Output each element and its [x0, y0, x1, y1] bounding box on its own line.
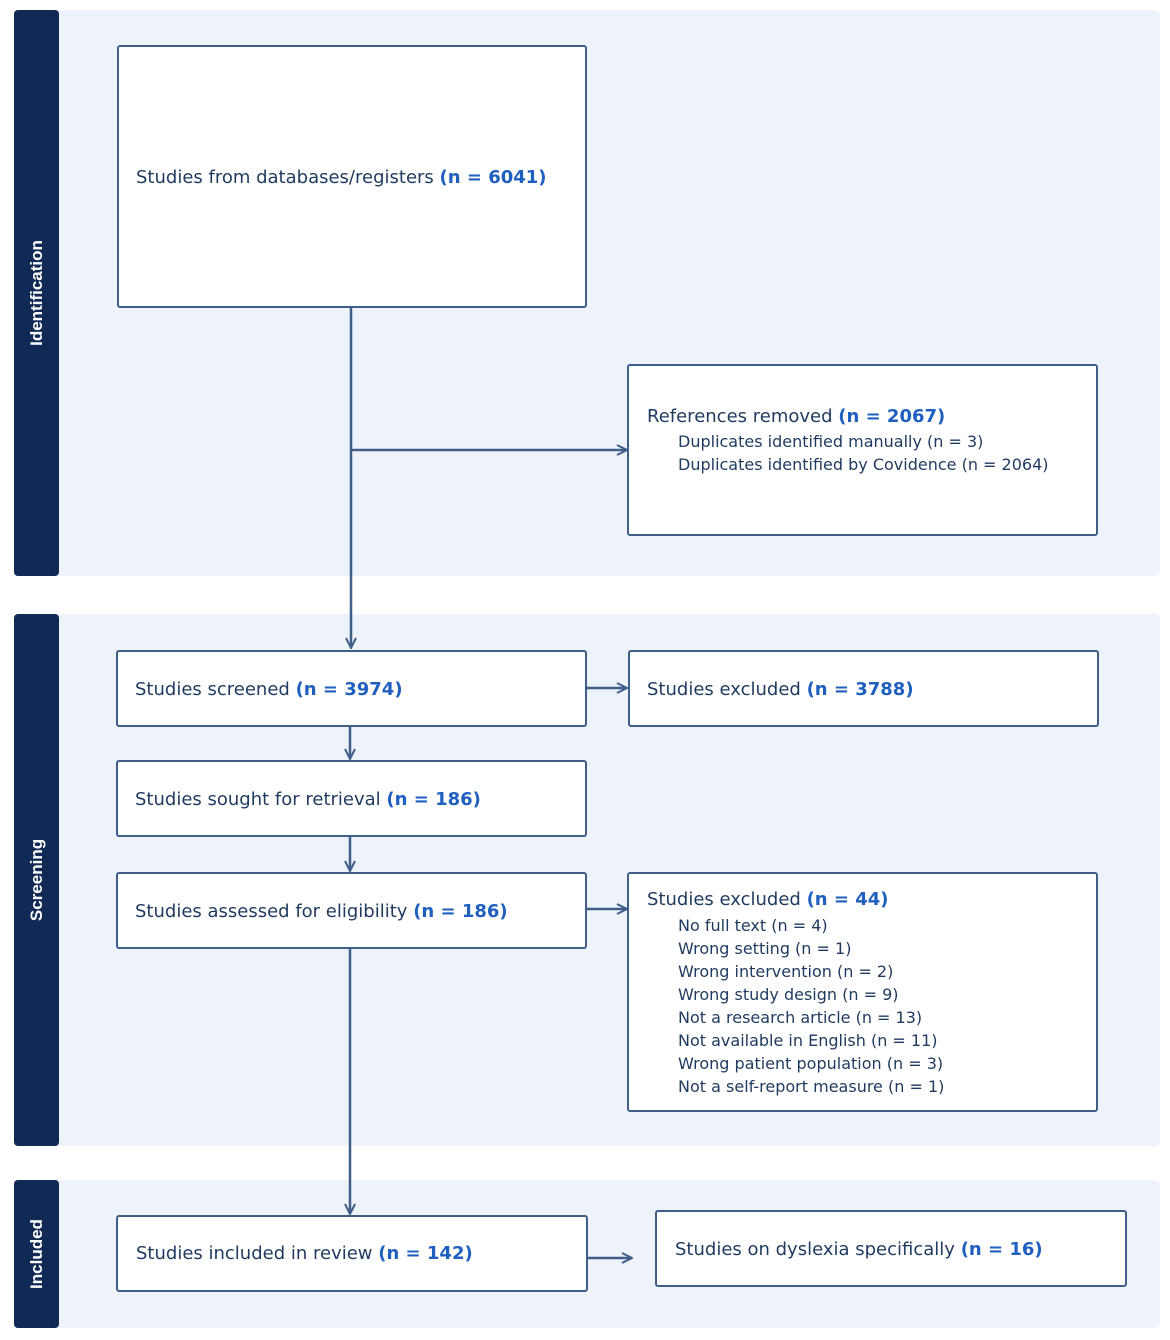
- dyslexia-box: Studies on dyslexia specifically (n = 16…: [655, 1210, 1127, 1287]
- assessed-count: (n = 186): [413, 901, 508, 922]
- sought-count: (n = 186): [386, 789, 481, 810]
- sought-label: Studies sought for retrieval: [135, 789, 381, 810]
- removed-item: Duplicates identified by Covidence (n = …: [678, 455, 1049, 474]
- excluded-screening-count: (n = 3788): [806, 679, 914, 700]
- dyslexia-count: (n = 16): [960, 1239, 1043, 1260]
- excluded-screening-box: Studies excluded (n = 3788): [628, 650, 1099, 727]
- exclusion-reason: Wrong study design (n = 9): [678, 985, 899, 1004]
- excluded-screening-text: Studies excluded (n = 3788): [647, 679, 914, 700]
- excluded-screening-label: Studies excluded: [647, 679, 801, 700]
- included-box: Studies included in review (n = 142): [116, 1215, 588, 1292]
- included-tab: Included: [14, 1180, 59, 1328]
- databases-label: Studies from databases/registers: [136, 167, 434, 188]
- removed-count: (n = 2067): [838, 406, 946, 427]
- databases-count: (n = 6041): [439, 167, 547, 188]
- removed-text: References removed (n = 2067): [647, 406, 945, 427]
- exclusion-reason: Not available in English (n = 11): [678, 1031, 938, 1050]
- dyslexia-text: Studies on dyslexia specifically (n = 16…: [675, 1239, 1043, 1260]
- assessed-text: Studies assessed for eligibility (n = 18…: [135, 901, 508, 922]
- exclusion-reason: No full text (n = 4): [678, 916, 828, 935]
- excluded-eligibility-label: Studies excluded: [647, 889, 801, 910]
- screened-box: Studies screened (n = 3974): [116, 650, 587, 727]
- sought-text: Studies sought for retrieval (n = 186): [135, 789, 481, 810]
- screened-label: Studies screened: [135, 679, 290, 700]
- databases-text: Studies from databases/registers (n = 60…: [136, 167, 547, 188]
- exclusion-reason: Wrong intervention (n = 2): [678, 962, 894, 981]
- assessed-box: Studies assessed for eligibility (n = 18…: [116, 872, 587, 949]
- removed-label: References removed: [647, 406, 833, 427]
- exclusion-reason: Wrong setting (n = 1): [678, 939, 852, 958]
- databases-box: Studies from databases/registers (n = 60…: [117, 45, 587, 308]
- removed-item: Duplicates identified manually (n = 3): [678, 432, 984, 451]
- screening-tab: Screening: [14, 614, 59, 1146]
- exclusion-reason: Not a self-report measure (n = 1): [678, 1077, 945, 1096]
- exclusion-reason: Wrong patient population (n = 3): [678, 1054, 944, 1073]
- excluded-eligibility-box: Studies excluded (n = 44) No full text (…: [627, 872, 1098, 1112]
- removed-box: References removed (n = 2067) Duplicates…: [627, 364, 1098, 536]
- excluded-eligibility-text: Studies excluded (n = 44): [647, 889, 889, 910]
- screened-count: (n = 3974): [295, 679, 403, 700]
- exclusion-reason: Not a research article (n = 13): [678, 1008, 923, 1027]
- included-count: (n = 142): [378, 1243, 473, 1264]
- included-label: Studies included in review: [136, 1243, 373, 1264]
- excluded-eligibility-count: (n = 44): [806, 889, 889, 910]
- assessed-label: Studies assessed for eligibility: [135, 901, 408, 922]
- dyslexia-label: Studies on dyslexia specifically: [675, 1239, 955, 1260]
- included-text: Studies included in review (n = 142): [136, 1243, 473, 1264]
- sought-box: Studies sought for retrieval (n = 186): [116, 760, 587, 837]
- identification-tab: Identification: [14, 10, 59, 576]
- screened-text: Studies screened (n = 3974): [135, 679, 403, 700]
